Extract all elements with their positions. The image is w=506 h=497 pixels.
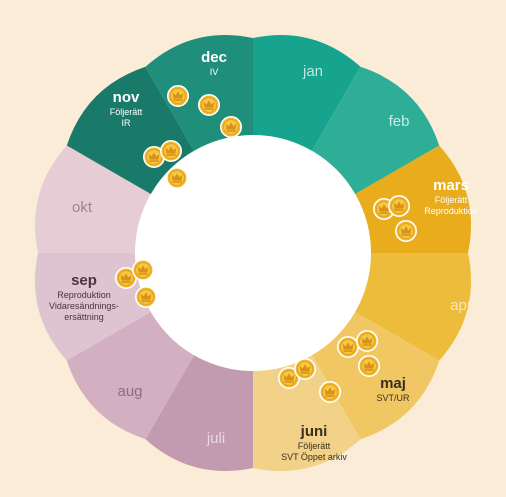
label-aug: aug	[117, 383, 142, 400]
month-note-mars: Reproduktion	[424, 206, 478, 216]
month-note-sep: Vidaresändnings-	[49, 301, 119, 311]
crown-coin-icon	[337, 336, 359, 358]
label-juli: juli	[206, 430, 225, 447]
crown-coin-icon	[160, 140, 182, 162]
month-note-sep: ersättning	[64, 312, 104, 322]
month-name-feb: feb	[389, 113, 410, 130]
petal-jan	[253, 35, 361, 170]
crown-coin-icon	[220, 116, 242, 138]
label-jan: jan	[302, 63, 323, 80]
month-note-mars: Följerätt	[435, 195, 468, 205]
label-okt: okt	[72, 199, 93, 216]
petal-okt	[35, 145, 170, 253]
month-name-apr: apr	[450, 297, 472, 314]
month-name-nov: nov	[113, 89, 140, 106]
month-name-dec: dec	[201, 49, 227, 66]
label-feb: feb	[389, 113, 410, 130]
month-note-maj: SVT/UR	[376, 393, 410, 403]
crown-coin-icon	[167, 85, 189, 107]
crown-coin-icon	[395, 220, 417, 242]
month-name-juli: juli	[206, 430, 225, 447]
petal-juni	[253, 336, 361, 471]
crown-coin-icon	[132, 259, 154, 281]
month-labels: janfebmarsFöljerättReproduktionaprmajSVT…	[49, 49, 478, 462]
crown-coin-icon	[356, 330, 378, 352]
month-note-nov: Följerätt	[110, 107, 143, 117]
label-sep: sepReproduktionVidaresändnings-ersättnin…	[49, 272, 119, 322]
month-name-juni: juni	[300, 423, 328, 440]
crown-coin-icon	[294, 358, 316, 380]
month-name-okt: okt	[72, 199, 93, 216]
month-note-dec: IV	[210, 67, 219, 77]
crown-coin-icon	[198, 94, 220, 116]
crown-coin-icon	[135, 286, 157, 308]
month-name-jan: jan	[302, 63, 323, 80]
month-note-juni: SVT Öppet arkiv	[281, 452, 347, 462]
month-note-juni: Följerätt	[298, 441, 331, 451]
petal-apr	[336, 253, 471, 361]
month-note-sep: Reproduktion	[57, 290, 111, 300]
month-name-sep: sep	[71, 272, 97, 289]
crown-coin-icon	[319, 381, 341, 403]
month-name-maj: maj	[380, 375, 406, 392]
month-name-mars: mars	[433, 177, 469, 194]
petal-juli	[145, 336, 253, 471]
label-apr: apr	[450, 297, 472, 314]
month-note-nov: IR	[122, 118, 132, 128]
crown-coin-icon	[358, 355, 380, 377]
wheel-center	[135, 135, 371, 371]
month-name-aug: aug	[117, 383, 142, 400]
crown-coin-icon	[388, 195, 410, 217]
crown-coin-icon	[166, 167, 188, 189]
